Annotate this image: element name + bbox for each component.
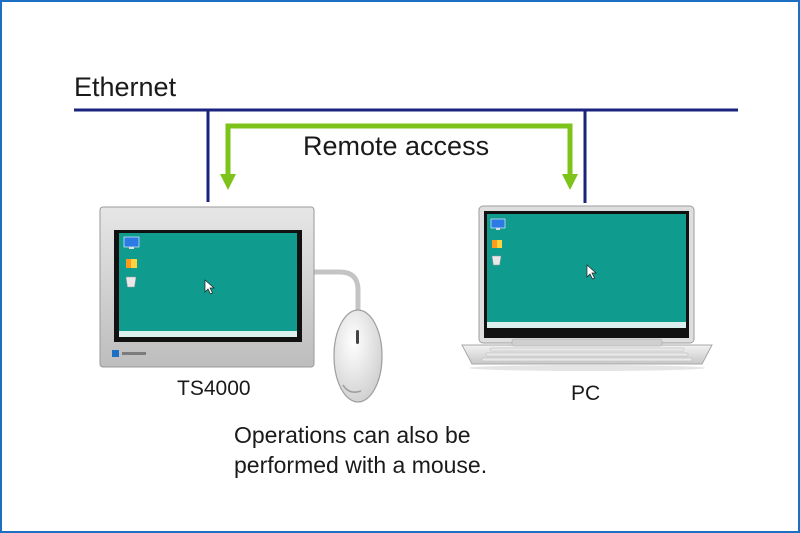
laptop-taskbar [487, 322, 686, 328]
panel-logo [112, 350, 119, 357]
laptop-screen [487, 214, 686, 328]
ethernet-label: Ethernet [74, 72, 177, 102]
panel-brand-text [122, 352, 146, 355]
trash-icon [125, 276, 137, 288]
monitor-icon [123, 236, 140, 249]
arrowhead-panel [220, 174, 236, 190]
note-line-1: Operations can also be [234, 422, 471, 448]
mouse-scroll-wheel [356, 330, 359, 344]
laptop-shadow [469, 365, 705, 371]
cursor-icon [204, 279, 215, 295]
mouse-operation-note: Operations can also be performed with a … [234, 420, 487, 480]
folder-icon [126, 259, 137, 268]
trash-icon [491, 255, 502, 266]
panel-taskbar [119, 331, 297, 337]
mouse-grip [342, 384, 362, 393]
monitor-icon [490, 218, 506, 230]
laptop-hinge [511, 338, 663, 347]
pc-label: PC [571, 382, 601, 405]
ts4000-panel [99, 206, 315, 368]
arrowhead-pc [562, 174, 578, 190]
folder-icon [492, 240, 502, 248]
laptop-keyboard [481, 347, 693, 362]
remote-access-label: Remote access [303, 131, 490, 161]
mouse-cable [312, 269, 361, 312]
pc-laptop [461, 205, 713, 371]
remote-access-arrow [220, 123, 578, 190]
ethernet-network [74, 108, 738, 203]
cursor-icon [586, 264, 597, 280]
mouse-icon [333, 309, 383, 403]
ts4000-label: TS4000 [177, 377, 251, 400]
note-line-2: performed with a mouse. [234, 452, 488, 478]
